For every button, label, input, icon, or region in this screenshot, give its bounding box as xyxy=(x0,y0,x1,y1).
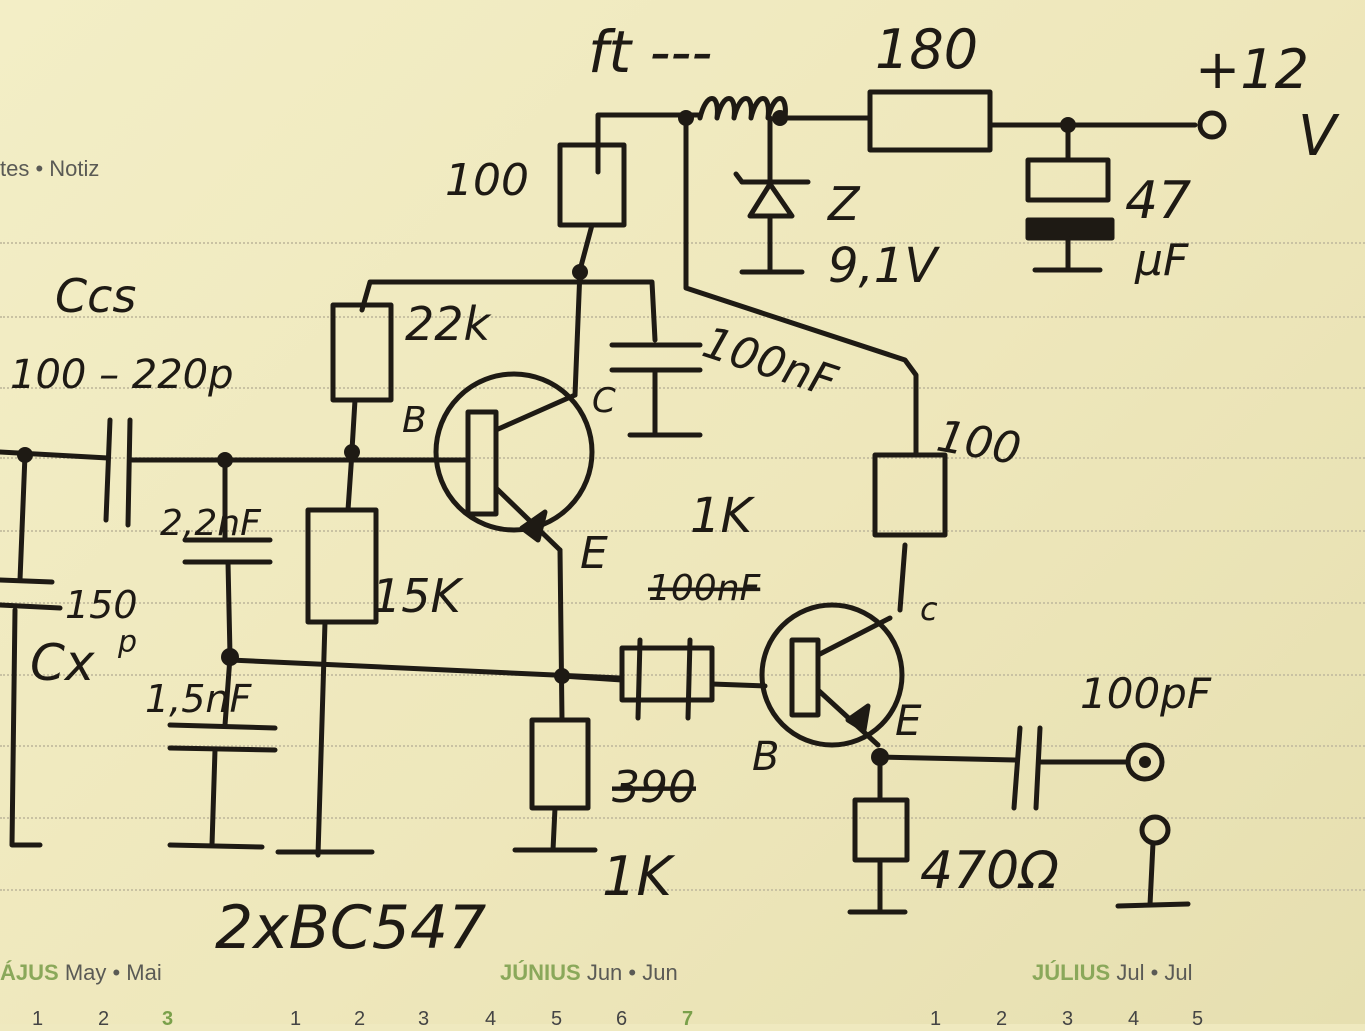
label-cx: Cx xyxy=(30,634,95,692)
resistor-100-right xyxy=(872,452,948,613)
label-100nf-crossed: 100nF xyxy=(648,568,762,609)
month-label: Jul • Jul xyxy=(1116,960,1193,985)
capacitor-100nf xyxy=(609,342,703,438)
ruled-line xyxy=(0,457,1365,459)
label-zener-voltage: 9,1V xyxy=(828,238,940,294)
ground-terminal xyxy=(1115,814,1191,909)
label-collector-1: C xyxy=(592,381,616,421)
capacitor-1-5nf xyxy=(167,654,278,850)
transistor-q1 xyxy=(433,371,595,723)
label-cx-p: p xyxy=(117,625,137,660)
day-number: 7 xyxy=(682,1008,694,1030)
ruled-line xyxy=(0,889,1365,891)
output-terminal-pin xyxy=(1139,756,1151,768)
month-label-hungarian: ÁJUS xyxy=(0,960,59,985)
label-47: 47 xyxy=(1125,171,1191,231)
day-number: 2 xyxy=(996,1008,1008,1030)
day-number: 5 xyxy=(551,1008,563,1030)
label-zener-z: Z xyxy=(826,177,861,231)
day-number: 3 xyxy=(418,1008,430,1030)
label-emitter-2: E xyxy=(895,696,922,745)
label-1k-top: 1K xyxy=(690,488,756,544)
ruled-line xyxy=(0,817,1365,819)
label-100-top: 100 xyxy=(445,155,529,206)
calendar-month-may: ÁJUS May • Mai xyxy=(0,960,162,986)
input-line xyxy=(0,417,468,528)
junction-dot xyxy=(678,110,694,126)
rf-choke-coil xyxy=(697,96,788,121)
month-label: May • Mai xyxy=(64,960,162,985)
ruled-line xyxy=(0,530,1365,532)
electrolytic-cap-47uf xyxy=(1025,157,1115,273)
month-label: Jun • Jun xyxy=(586,960,678,985)
day-number: 3 xyxy=(162,1008,174,1030)
calendar-day-row: 1 2 3 1 2 3 4 5 6 7 1 2 3 4 5 xyxy=(0,1008,1365,1030)
supply-rail-wires xyxy=(595,112,1198,458)
label-180: 180 xyxy=(875,18,978,81)
output-terminal xyxy=(1125,742,1165,782)
label-base-1: B xyxy=(402,400,427,441)
day-number: 5 xyxy=(1192,1008,1204,1030)
day-number: 1 xyxy=(290,1008,302,1030)
cx-branch xyxy=(0,452,63,848)
day-number: 2 xyxy=(354,1008,366,1030)
day-number: 2 xyxy=(98,1008,110,1030)
label-uf: µF xyxy=(1134,235,1189,286)
day-number: 6 xyxy=(616,1008,628,1030)
label-2-2nf: 2,2nF xyxy=(160,503,262,544)
calendar-month-jun: JÚNIUS Jun • Jun xyxy=(500,960,678,986)
label-volt-unit: V xyxy=(1298,104,1340,169)
bias-wire xyxy=(349,397,358,453)
label-emitter-1: E xyxy=(580,528,608,579)
day-number: 4 xyxy=(1128,1008,1140,1030)
output-stage xyxy=(847,725,1131,915)
day-number: 3 xyxy=(1062,1008,1074,1030)
transistor-q2 xyxy=(759,602,905,748)
label-150: 150 xyxy=(65,583,138,627)
calendar-month-jul: JÚLIUS Jul • Jul xyxy=(1032,960,1193,986)
junction-dot xyxy=(1060,117,1076,133)
supply-terminal xyxy=(1197,110,1227,140)
label-15k: 15K xyxy=(372,569,465,623)
day-number: 1 xyxy=(32,1008,44,1030)
ruled-line xyxy=(0,602,1365,604)
resistor-15k xyxy=(275,449,379,858)
coupling-capacitor xyxy=(559,637,768,721)
label-ccs: Ccs xyxy=(55,269,136,323)
junction-dot xyxy=(572,264,588,280)
label-ft: ft --- xyxy=(588,18,712,86)
ruled-line xyxy=(0,242,1365,244)
label-1k-bottom: 1K xyxy=(602,845,675,908)
resistor-100-collector xyxy=(557,142,627,228)
label-100pf: 100pF xyxy=(1080,669,1212,718)
label-390-crossed: 390 xyxy=(612,762,696,813)
ruled-line xyxy=(0,387,1365,389)
month-label-hungarian: JÚNIUS xyxy=(500,960,581,985)
label-base-2: B xyxy=(752,734,779,780)
capacitor-2-2nf xyxy=(182,457,273,658)
label-collector-2: c xyxy=(920,590,938,628)
resistor-22k xyxy=(330,302,394,403)
resistor-180 xyxy=(867,89,993,153)
day-number: 4 xyxy=(485,1008,497,1030)
label-1-5nf: 1,5nF xyxy=(145,677,253,721)
label-transistor-type: 2xBC547 xyxy=(215,893,486,963)
day-number: 1 xyxy=(930,1008,942,1030)
label-100-220p: 100 – 220p xyxy=(10,352,234,398)
label-supply-voltage: +12 xyxy=(1195,38,1309,101)
resistor-1k-emitter xyxy=(512,717,598,853)
label-470-ohm: 470Ω xyxy=(920,841,1059,901)
ruled-line xyxy=(0,316,1365,318)
junction-dot xyxy=(772,110,788,126)
month-label-hungarian: JÚLIUS xyxy=(1032,960,1111,985)
ruled-line xyxy=(0,745,1365,747)
ruled-line xyxy=(0,674,1365,676)
label-22k: 22k xyxy=(405,297,493,351)
zener-diode xyxy=(733,171,811,275)
notes-header: tes • Notiz xyxy=(0,156,100,181)
